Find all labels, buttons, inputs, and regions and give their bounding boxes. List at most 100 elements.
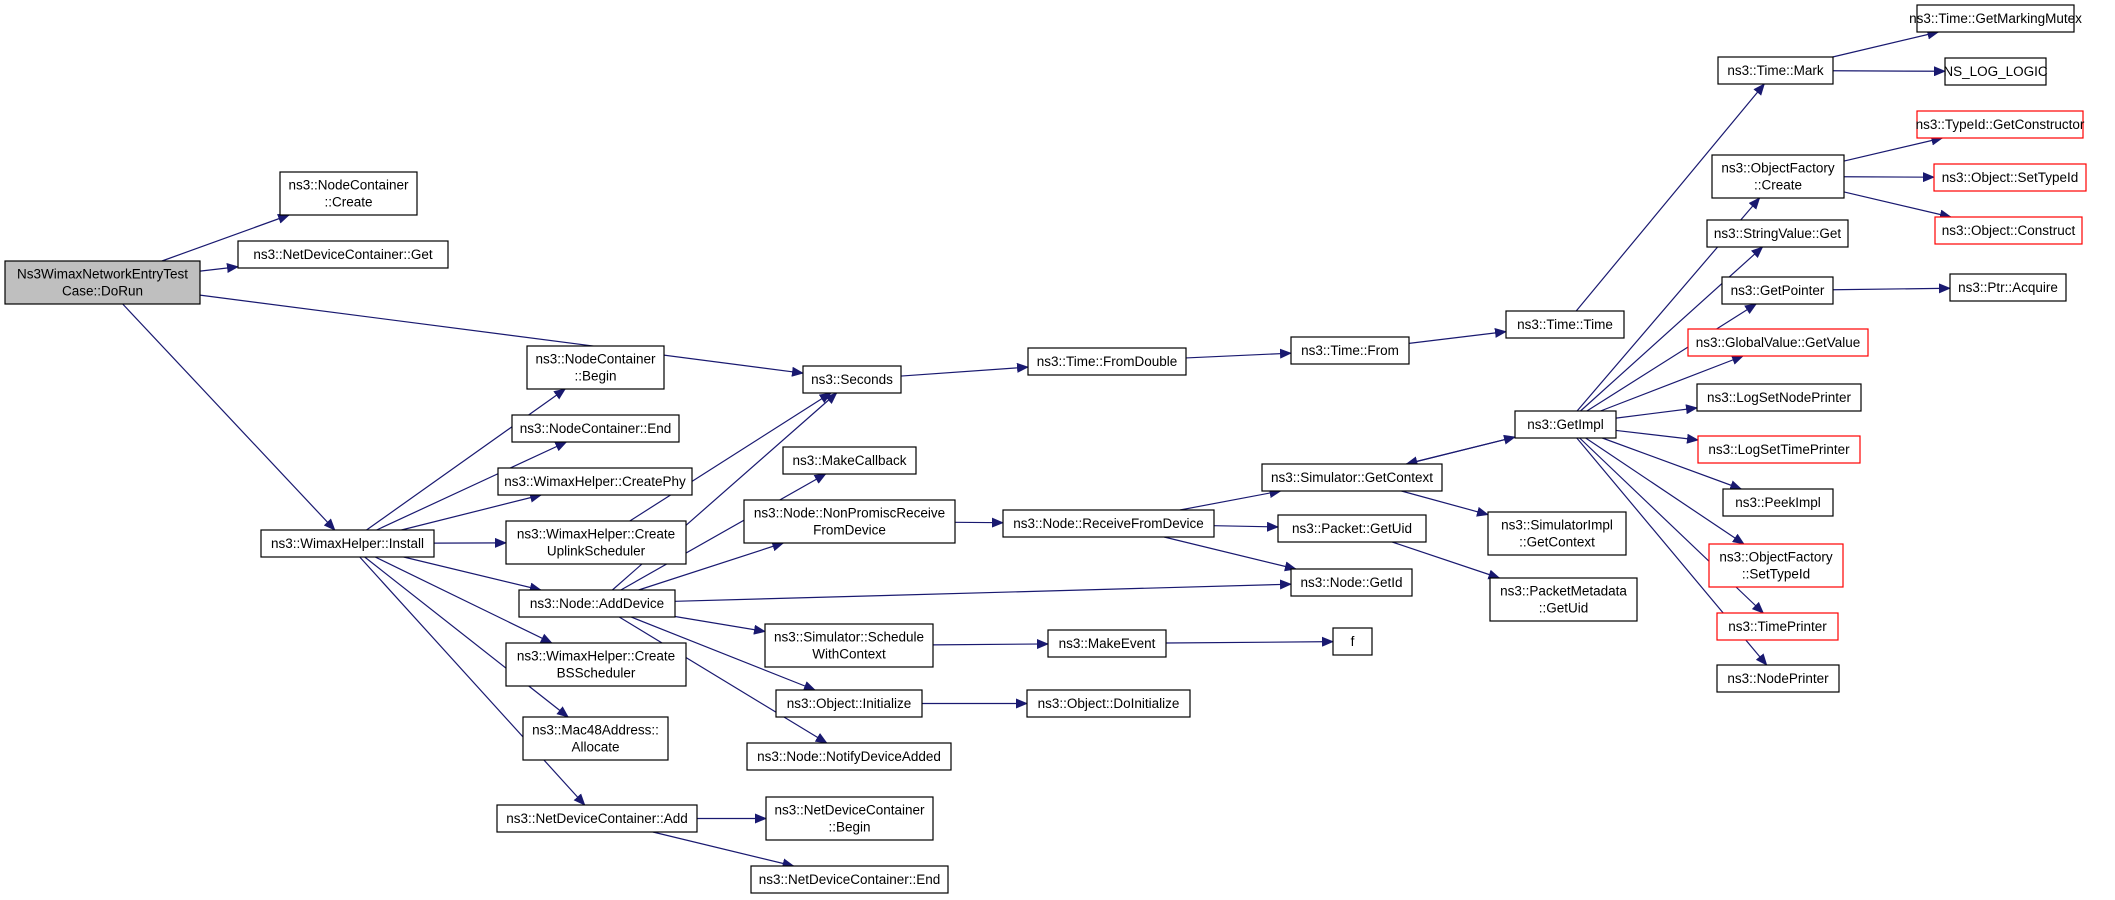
node-box <box>1696 383 1862 412</box>
node-of-create[interactable]: ns3::ObjectFactory::Create <box>1711 154 1845 199</box>
node-sim-getcontext[interactable]: ns3::Simulator::GetContext <box>1261 463 1443 492</box>
node-time-from[interactable]: ns3::Time::From <box>1290 336 1410 365</box>
node-time-fromdouble[interactable]: ns3::Time::FromDouble <box>1027 347 1187 376</box>
node-time-getmutex[interactable]: ns3::Time::GetMarkingMutex <box>1909 4 2082 33</box>
node-box <box>1944 57 2047 86</box>
call-edge-node_adddevice-to-sim_schedctx <box>674 615 766 635</box>
node-obj-settypeid[interactable]: ns3::Object::SetTypeId <box>1933 163 2087 192</box>
node-label: ns3::WimaxHelper::Install <box>271 536 424 551</box>
node-box <box>1722 488 1834 517</box>
node-getpointer[interactable]: ns3::GetPointer <box>1721 276 1834 305</box>
node-node-receive[interactable]: ns3::Node::ReceiveFromDevice <box>1002 509 1215 538</box>
node-pktmeta-getuid[interactable]: ns3::PacketMetadata::GetUid <box>1489 577 1638 622</box>
call-edge-of_create-to-typeid_getctor <box>1843 135 1944 162</box>
node-stringvalue-get[interactable]: ns3::StringValue::Get <box>1706 219 1849 248</box>
node-obj-initialize[interactable]: ns3::Object::Initialize <box>775 689 923 718</box>
node-box <box>765 796 934 841</box>
node-of-settypeid[interactable]: ns3::ObjectFactory::SetTypeId <box>1708 543 1844 588</box>
node-label: ns3::MakeCallback <box>792 453 906 468</box>
node-logsettime[interactable]: ns3::LogSetTimePrinter <box>1697 435 1861 464</box>
node-seconds[interactable]: ns3::Seconds <box>802 365 902 394</box>
node-label: ns3::WimaxHelper::Create <box>517 527 675 542</box>
node-packet-getuid[interactable]: ns3::Packet::GetUid <box>1277 514 1427 543</box>
node-globalvalue-get[interactable]: ns3::GlobalValue::GetValue <box>1687 328 1869 357</box>
node-label: ::Create <box>324 195 372 210</box>
node-timeprinter[interactable]: ns3::TimePrinter <box>1716 612 1839 641</box>
node-wh-install[interactable]: ns3::WimaxHelper::Install <box>260 529 435 558</box>
node-nc-create[interactable]: ns3::NodeContainer::Create <box>279 171 418 216</box>
call-edge-sim_getcontext-to-simimpl_getctx <box>1401 490 1489 517</box>
node-label: ns3::ObjectFactory <box>1719 550 1833 565</box>
node-label: ns3::MakeEvent <box>1059 636 1156 651</box>
node-logsetnode[interactable]: ns3::LogSetNodePrinter <box>1696 383 1862 412</box>
node-box <box>511 414 680 443</box>
node-label: ns3::NetDeviceContainer::Add <box>506 811 688 826</box>
node-ndc-get[interactable]: ns3::NetDeviceContainer::Get <box>237 240 449 269</box>
node-label: ns3::TimePrinter <box>1728 619 1827 634</box>
call-edge-seconds-to-time_fromdouble <box>900 362 1029 377</box>
node-ptr-acquire[interactable]: ns3::Ptr::Acquire <box>1949 273 2067 302</box>
node-box <box>4 260 201 305</box>
node-box <box>1716 612 1839 641</box>
node-nc-begin[interactable]: ns3::NodeContainer::Begin <box>526 345 665 390</box>
call-edge-getimpl-to-sim_getcontext <box>1405 436 1516 467</box>
node-label: ns3::NetDeviceContainer <box>774 803 925 818</box>
node-box <box>1290 568 1413 597</box>
node-box <box>1708 543 1844 588</box>
node-makeevent[interactable]: ns3::MakeEvent <box>1047 629 1167 658</box>
node-node-notify[interactable]: ns3::Node::NotifyDeviceAdded <box>746 742 952 771</box>
call-edge-node_adddevice-to-node_notify <box>618 616 828 744</box>
node-typeid-getctor[interactable]: ns3::TypeId::GetConstructor <box>1916 110 2085 139</box>
call-edge-time_mark-to-time_getmutex <box>1832 29 1940 58</box>
node-label: ns3::Node::ReceiveFromDevice <box>1013 516 1204 531</box>
node-label: ::SetTypeId <box>1742 567 1810 582</box>
node-ns-log-logic[interactable]: NS_LOG_LOGIC <box>1943 57 2048 86</box>
node-label: ns3::GetPointer <box>1731 283 1825 298</box>
call-edge-getimpl-to-globalvalue_get <box>1600 355 1744 412</box>
node-box <box>1934 216 2083 245</box>
node-box <box>1949 273 2067 302</box>
node-simimpl-getctx[interactable]: ns3::SimulatorImpl::GetContext <box>1487 511 1627 556</box>
node-box <box>743 499 956 544</box>
node-time-time[interactable]: ns3::Time::Time <box>1505 310 1625 339</box>
node-label: ns3::Object::SetTypeId <box>1942 170 2079 185</box>
node-label: ns3::Node::NotifyDeviceAdded <box>757 749 941 764</box>
call-edge-time_time-to-time_mark <box>1575 83 1765 312</box>
node-mac48-alloc[interactable]: ns3::Mac48Address::Allocate <box>522 716 669 761</box>
node-time-mark[interactable]: ns3::Time::Mark <box>1717 56 1834 85</box>
call-edge-time_fromdouble-to-time_from <box>1185 348 1292 359</box>
node-wh-createphy[interactable]: ns3::WimaxHelper::CreatePhy <box>497 467 693 496</box>
node-box <box>1716 664 1840 693</box>
node-ndc-begin[interactable]: ns3::NetDeviceContainer::Begin <box>765 796 934 841</box>
node-label: ns3::Time::GetMarkingMutex <box>1909 11 2082 26</box>
node-obj-doinit[interactable]: ns3::Object::DoInitialize <box>1026 689 1191 718</box>
node-label: ::GetUid <box>1539 601 1589 616</box>
node-nodeprinter[interactable]: ns3::NodePrinter <box>1716 664 1840 693</box>
node-box <box>764 623 934 668</box>
node-label: ::GetContext <box>1519 535 1595 550</box>
node-f[interactable]: f <box>1332 627 1373 656</box>
node-node-adddevice[interactable]: ns3::Node::AddDevice <box>518 589 676 618</box>
node-ndc-add[interactable]: ns3::NetDeviceContainer::Add <box>496 804 698 833</box>
node-box <box>1697 435 1861 464</box>
node-box <box>746 742 952 771</box>
node-box <box>1505 310 1625 339</box>
node-box <box>1916 4 2075 33</box>
node-obj-construct[interactable]: ns3::Object::Construct <box>1934 216 2083 245</box>
node-ndc-end[interactable]: ns3::NetDeviceContainer::End <box>750 865 949 894</box>
node-node-getid[interactable]: ns3::Node::GetId <box>1290 568 1413 597</box>
node-box <box>518 589 676 618</box>
node-nc-end[interactable]: ns3::NodeContainer::End <box>511 414 680 443</box>
node-label: ns3::ObjectFactory <box>1721 161 1835 176</box>
node-peekimpl[interactable]: ns3::PeekImpl <box>1722 488 1834 517</box>
call-edge-node_adddevice-to-makecallback <box>620 473 827 591</box>
node-label: ns3::StringValue::Get <box>1714 226 1842 241</box>
node-getimpl[interactable]: ns3::GetImpl <box>1514 410 1617 439</box>
node-makecallback[interactable]: ns3::MakeCallback <box>782 446 917 475</box>
call-edge-wh_install-to-nc_begin <box>366 388 567 531</box>
